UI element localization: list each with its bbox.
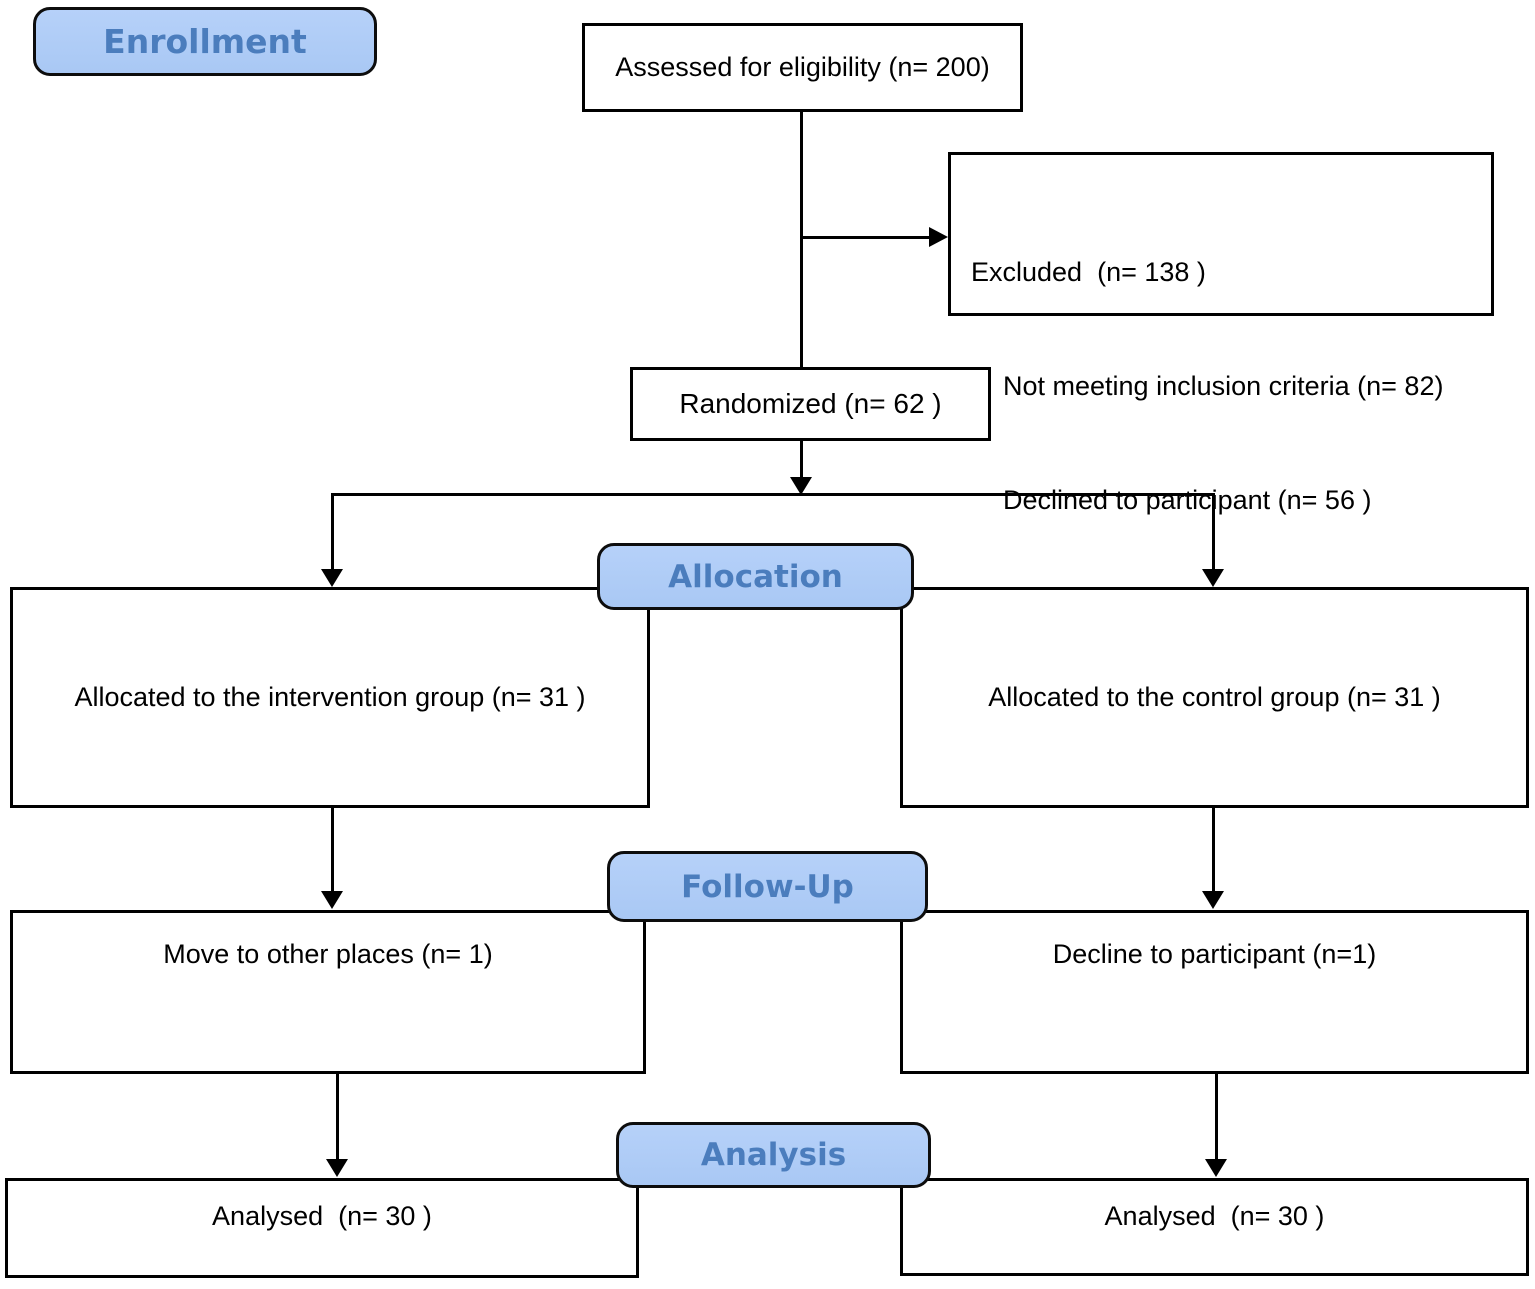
excluded-declined-line: Declined to participant (n= 56 )	[1003, 485, 1372, 515]
excluded-inclusion-criteria-line: Not meeting inclusion criteria (n= 82)	[1003, 371, 1444, 401]
arrowhead-intervention	[321, 569, 343, 587]
branch-line	[331, 493, 1215, 496]
stage-pill-followup: Follow-Up	[607, 851, 928, 922]
arrowhead-excluded	[929, 227, 948, 247]
analysed-control-box: Analysed (n= 30 )	[900, 1178, 1529, 1276]
connector-control-to-followup	[1212, 807, 1215, 893]
excluded-box: Excluded (n= 138 ) Not meeting inclusion…	[948, 152, 1494, 515]
connector-followup-to-analysis-control	[1215, 1073, 1218, 1160]
stage-pill-analysis: Analysis	[616, 1122, 931, 1188]
analysed-intervention-box: Analysed (n= 30 )	[5, 1178, 639, 1278]
allocated-intervention-box: Allocated to the intervention group (n= …	[10, 587, 650, 808]
connector-branch-to-intervention	[331, 493, 334, 571]
stage-pill-enrollment: Enrollment	[33, 7, 377, 76]
connector-branch-to-control	[1212, 493, 1215, 571]
stage-pill-allocation: Allocation	[597, 543, 914, 610]
followup-intervention-box: Move to other places (n= 1)	[10, 910, 646, 1074]
connector-assessed-to-randomized	[800, 112, 803, 368]
arrowhead-analysis-intervention	[326, 1159, 348, 1177]
randomized-box: Randomized (n= 62 )	[630, 367, 991, 441]
arrowhead-control	[1202, 569, 1224, 587]
connector-randomized-to-branch	[800, 440, 803, 480]
followup-control-box: Decline to participant (n=1)	[900, 910, 1529, 1074]
excluded-text: Excluded (n= 138 ) Not meeting inclusion…	[971, 177, 1443, 595]
connector-to-excluded	[800, 236, 930, 239]
arrowhead-followup-intervention	[321, 891, 343, 909]
connector-followup-to-analysis-intervention	[336, 1073, 339, 1160]
excluded-total-line: Excluded (n= 138 )	[971, 257, 1206, 287]
arrowhead-followup-control	[1202, 891, 1224, 909]
arrowhead-branch	[790, 477, 812, 495]
assessed-eligibility-box: Assessed for eligibility (n= 200)	[582, 23, 1023, 112]
arrowhead-analysis-control	[1205, 1159, 1227, 1177]
connector-intervention-to-followup	[331, 807, 334, 893]
allocated-control-box: Allocated to the control group (n= 31 )	[900, 587, 1529, 808]
